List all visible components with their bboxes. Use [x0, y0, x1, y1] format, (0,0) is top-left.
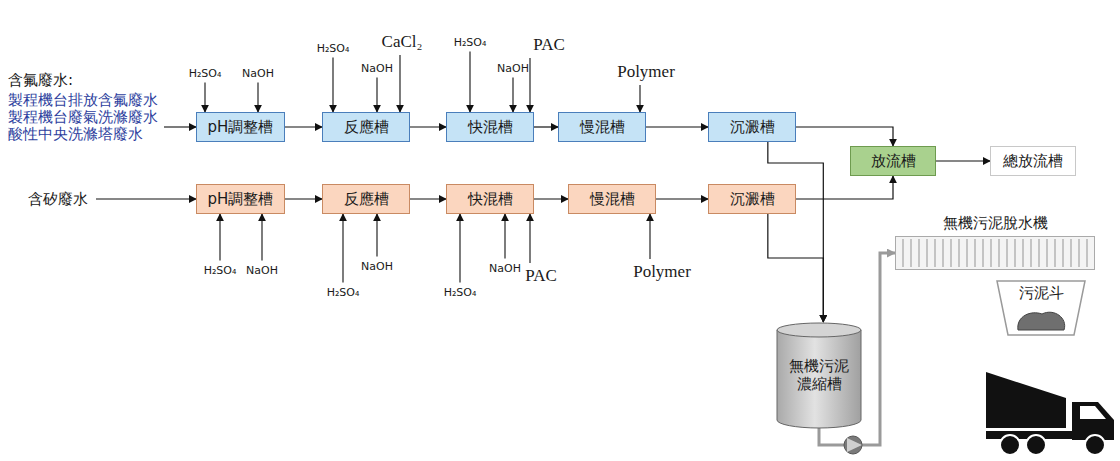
- feed-arrow: [504, 214, 505, 259]
- sludge-hopper: 污泥斗: [996, 280, 1086, 336]
- feed-arrow: [649, 214, 650, 259]
- process-tank: 快混槽: [446, 184, 534, 214]
- feed-arrow: [261, 214, 262, 261]
- flow-arrow: [285, 126, 322, 127]
- flow-arrow: [936, 160, 990, 161]
- feed-arrow: [512, 78, 513, 113]
- flow-arrow: [285, 198, 322, 199]
- process-tank: 沉澱槽: [708, 112, 796, 142]
- feed-lines: [96, 52, 650, 283]
- chemical-dose: H₂SO₄: [317, 42, 350, 55]
- feed-arrow: [399, 55, 400, 112]
- process-tank: 沉澱槽: [708, 184, 796, 214]
- feed-arrow: [529, 58, 530, 112]
- feed-arrow: [204, 83, 205, 113]
- feed-arrow: [342, 214, 343, 283]
- chemical-dose: PAC: [533, 35, 565, 55]
- flow-arrow: [410, 198, 446, 199]
- chemical-dose: NaOH: [361, 260, 393, 273]
- wastewater-source: 製程機台排放含氟廢水: [8, 91, 158, 110]
- feed-arrow: [376, 78, 377, 113]
- feed-arrow: [96, 198, 196, 199]
- chemical-dose: PAC: [525, 266, 557, 286]
- feed-arrow: [469, 52, 470, 113]
- chemical-dose: H₂SO₄: [327, 286, 360, 299]
- wastewater-source: 酸性中央洗滌塔廢水: [8, 125, 143, 144]
- node-text: 污泥斗: [1019, 284, 1064, 303]
- chemical-dose: H₂SO₄: [454, 36, 487, 49]
- node-text: 沉澱槽: [730, 190, 775, 209]
- flow-arrow: [534, 126, 558, 127]
- chemical-dose: Polymer: [617, 62, 675, 82]
- feed-arrow: [529, 214, 530, 263]
- flow-arrow: [796, 127, 893, 146]
- chemical-dose: NaOH: [246, 264, 278, 277]
- process-tank: 反應槽: [322, 184, 410, 214]
- node-text: 快混槽: [468, 190, 513, 209]
- chemical-dose: NaOH: [361, 62, 393, 75]
- process-tank: pH調整槽: [196, 184, 285, 214]
- node-text: 無機污泥脫水機: [943, 214, 1048, 233]
- process-tank: 快混槽: [446, 112, 534, 142]
- chemical-dose: NaOH: [489, 262, 521, 275]
- process-tank: 慢混槽: [568, 184, 656, 214]
- chemical-dose: H₂SO₄: [444, 286, 477, 299]
- flow-arrow: [768, 214, 823, 322]
- dewatering-machine: 無機污泥脫水機: [895, 236, 1095, 270]
- node-text: 總放流槽: [1003, 152, 1063, 171]
- truck-icon: [986, 372, 1114, 455]
- flow-arrow: [656, 198, 708, 199]
- chemical-dose: Polymer: [633, 262, 691, 282]
- node-text: 快混槽: [468, 118, 513, 137]
- feed-arrow: [164, 126, 196, 127]
- chemical-dose: NaOH: [497, 62, 529, 75]
- feed-arrow: [376, 214, 377, 257]
- feed-arrow: [257, 83, 258, 113]
- chemical-dose: H₂SO₄: [204, 264, 237, 277]
- final-discharge-tank: 總放流槽: [990, 146, 1076, 176]
- flow-arrow: [534, 198, 568, 199]
- process-tank: pH調整槽: [196, 112, 285, 142]
- pump-symbol: [844, 436, 862, 454]
- chemical-dose: H₂SO₄: [189, 67, 222, 80]
- node-text: 反應槽: [344, 190, 389, 209]
- node-text: 反應槽: [344, 118, 389, 137]
- feed-arrow: [332, 58, 333, 113]
- node-text: 慢混槽: [590, 190, 635, 209]
- wastewater-heading: 含矽廢水: [28, 190, 88, 209]
- chemical-dose: CaCl₂: [382, 32, 423, 52]
- node-text: 沉澱槽: [730, 118, 775, 137]
- wastewater-heading: 含氟廢水:: [8, 71, 73, 90]
- edge-lines: [285, 127, 990, 445]
- flow-arrow: [768, 142, 823, 322]
- discharge-tank: 放流槽: [850, 146, 936, 176]
- thickener-tank: 無機污泥濃縮槽: [776, 322, 862, 428]
- process-tank: 反應槽: [322, 112, 410, 142]
- process-tank: 慢混槽: [558, 112, 646, 142]
- feed-arrow: [459, 214, 460, 283]
- feed-arrow: [219, 214, 220, 261]
- node-text: pH調整槽: [208, 190, 274, 209]
- wastewater-source: 製程機台廢氣洗滌廢水: [8, 108, 158, 127]
- node-text: 放流槽: [871, 152, 916, 171]
- flow-arrow: [410, 126, 446, 127]
- feed-arrow: [639, 85, 640, 112]
- node-text: pH調整槽: [208, 118, 274, 137]
- node-text: 慢混槽: [580, 118, 625, 137]
- chemical-dose: NaOH: [242, 67, 274, 80]
- flow-arrow: [646, 126, 708, 127]
- machine-outline: [895, 236, 1095, 270]
- flow-arrow: [796, 176, 893, 199]
- node-text: 無機污泥濃縮槽: [787, 357, 851, 393]
